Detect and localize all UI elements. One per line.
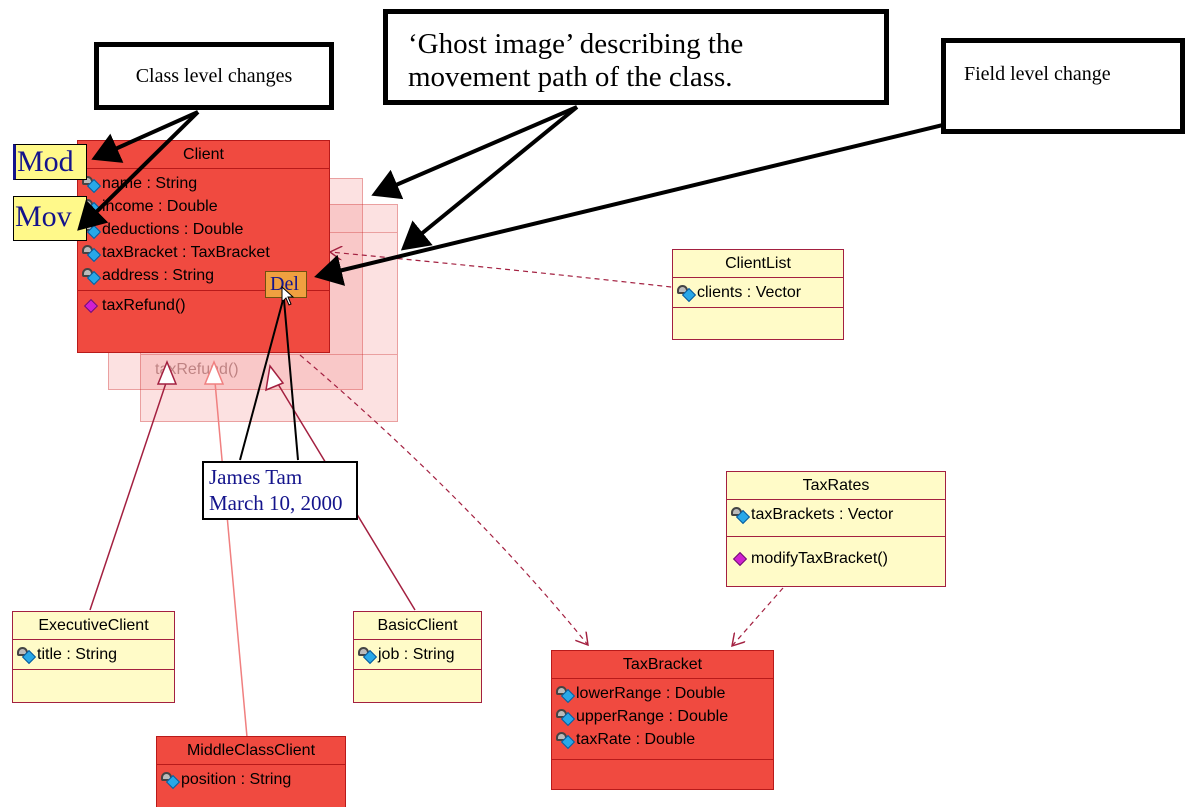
signature-name: James Tam — [209, 465, 303, 489]
mod-tag[interactable]: Mod — [13, 144, 87, 180]
field-icon — [82, 244, 102, 262]
middle-class-client-title: MiddleClassClient — [157, 737, 345, 765]
tax-rates-method: modifyTaxBracket() — [731, 547, 941, 570]
client-field-label: income : Double — [102, 198, 218, 215]
field-icon — [82, 267, 102, 285]
client-method-label: taxRefund() — [102, 297, 186, 314]
client-list-field-label: clients : Vector — [697, 284, 802, 301]
middle-class-client-field: position : String — [161, 768, 341, 791]
tax-bracket-field: upperRange : Double — [556, 705, 769, 728]
tax-bracket-class[interactable]: TaxBracket lowerRange : Double upperRang… — [551, 650, 774, 790]
client-field: name : String — [82, 172, 325, 195]
mouse-cursor-icon — [281, 286, 295, 306]
inheritance-arrowhead — [156, 360, 178, 385]
tax-bracket-fields: lowerRange : Double upperRange : Double … — [552, 679, 773, 760]
field-icon — [677, 284, 697, 302]
mod-tag-label: Mod — [17, 145, 74, 178]
inheritance-arrowhead — [203, 360, 225, 385]
tax-rates-method-label: modifyTaxBracket() — [751, 550, 888, 567]
callout-ghost-line1: ‘Ghost image’ describing the — [408, 28, 744, 60]
client-list-class[interactable]: ClientList clients : Vector — [672, 249, 844, 340]
tax-bracket-field: lowerRange : Double — [556, 682, 769, 705]
basic-client-methods — [354, 670, 481, 696]
signature-date: March 10, 2000 — [209, 491, 343, 515]
client-field: taxBracket : TaxBracket — [82, 241, 325, 264]
executive-client-class[interactable]: ExecutiveClient title : String — [12, 611, 175, 703]
signature-box: James Tam March 10, 2000 — [202, 461, 358, 520]
basic-client-fields: job : String — [354, 640, 481, 670]
middle-class-client-class[interactable]: MiddleClassClient position : String — [156, 736, 346, 807]
tax-bracket-field-label: lowerRange : Double — [576, 685, 726, 702]
executive-client-field-label: title : String — [37, 646, 118, 663]
executive-client-methods — [13, 670, 174, 696]
callout-class-level: Class level changes — [94, 42, 334, 110]
basic-client-field: job : String — [358, 643, 477, 666]
tax-bracket-title: TaxBracket — [552, 651, 773, 679]
tax-bracket-methods — [552, 760, 773, 788]
method-icon — [732, 551, 748, 566]
tax-rates-class[interactable]: TaxRates taxBrackets : Vector modifyTaxB… — [726, 471, 946, 587]
mov-tag[interactable]: Mov — [13, 196, 87, 241]
tax-rates-field-label: taxBrackets : Vector — [751, 506, 894, 523]
field-icon — [556, 685, 576, 703]
tax-rates-field: taxBrackets : Vector — [731, 503, 941, 526]
basic-client-field-label: job : String — [378, 646, 455, 663]
callout-ghost-line2: movement path of the class. — [408, 61, 733, 93]
field-icon — [556, 731, 576, 749]
client-list-field: clients : Vector — [677, 281, 839, 304]
client-field: income : Double — [82, 195, 325, 218]
callout-field-level: Field level change — [941, 38, 1185, 134]
field-icon — [358, 646, 378, 664]
client-method: taxRefund() — [82, 294, 325, 317]
client-field: address : String — [82, 264, 325, 287]
callout-field-level-text: Field level change — [964, 63, 1111, 85]
field-icon — [556, 708, 576, 726]
client-class-title: Client — [78, 141, 329, 169]
del-tag-label: Del — [270, 273, 299, 295]
client-list-fields: clients : Vector — [673, 278, 843, 308]
client-field-label: deductions : Double — [102, 221, 244, 238]
tax-rates-fields: taxBrackets : Vector — [727, 500, 945, 537]
tax-rates-methods: modifyTaxBracket() — [727, 537, 945, 573]
field-icon — [161, 771, 181, 789]
dependency-clientlist-client — [330, 252, 681, 289]
client-list-title: ClientList — [673, 250, 843, 278]
tax-bracket-field-label: taxRate : Double — [576, 731, 696, 748]
executive-client-fields: title : String — [13, 640, 174, 670]
executive-client-field: title : String — [17, 643, 170, 666]
client-field: deductions : Double — [82, 218, 325, 241]
field-icon — [17, 646, 37, 664]
executive-client-title: ExecutiveClient — [13, 612, 174, 640]
tax-bracket-field: taxRate : Double — [556, 728, 769, 751]
client-class[interactable]: Client name : String income : Double ded… — [77, 140, 330, 353]
inheritance-line-middle — [214, 381, 248, 738]
client-field-label: taxBracket : TaxBracket — [102, 244, 270, 261]
callout-ghost-image: ‘Ghost image’ describing the movement pa… — [383, 9, 889, 105]
tax-rates-title: TaxRates — [727, 472, 945, 500]
tax-bracket-field-label: upperRange : Double — [576, 708, 729, 725]
inheritance-arrowhead — [265, 364, 285, 392]
client-field-label: name : String — [102, 175, 198, 192]
client-field-label: address : String — [102, 267, 215, 284]
middle-class-client-fields: position : String — [157, 765, 345, 794]
basic-client-title: BasicClient — [354, 612, 481, 640]
basic-client-class[interactable]: BasicClient job : String — [353, 611, 482, 703]
inheritance-line-executive — [89, 379, 168, 611]
mov-tag-label: Mov — [15, 200, 72, 233]
middle-class-client-field-label: position : String — [181, 771, 292, 788]
client-methods: taxRefund() — [78, 291, 329, 320]
client-list-methods — [673, 308, 843, 334]
method-icon — [83, 298, 99, 313]
field-icon — [731, 506, 751, 524]
callout-class-level-text: Class level changes — [135, 65, 293, 87]
dependency-taxrates-taxbracket — [732, 587, 784, 646]
